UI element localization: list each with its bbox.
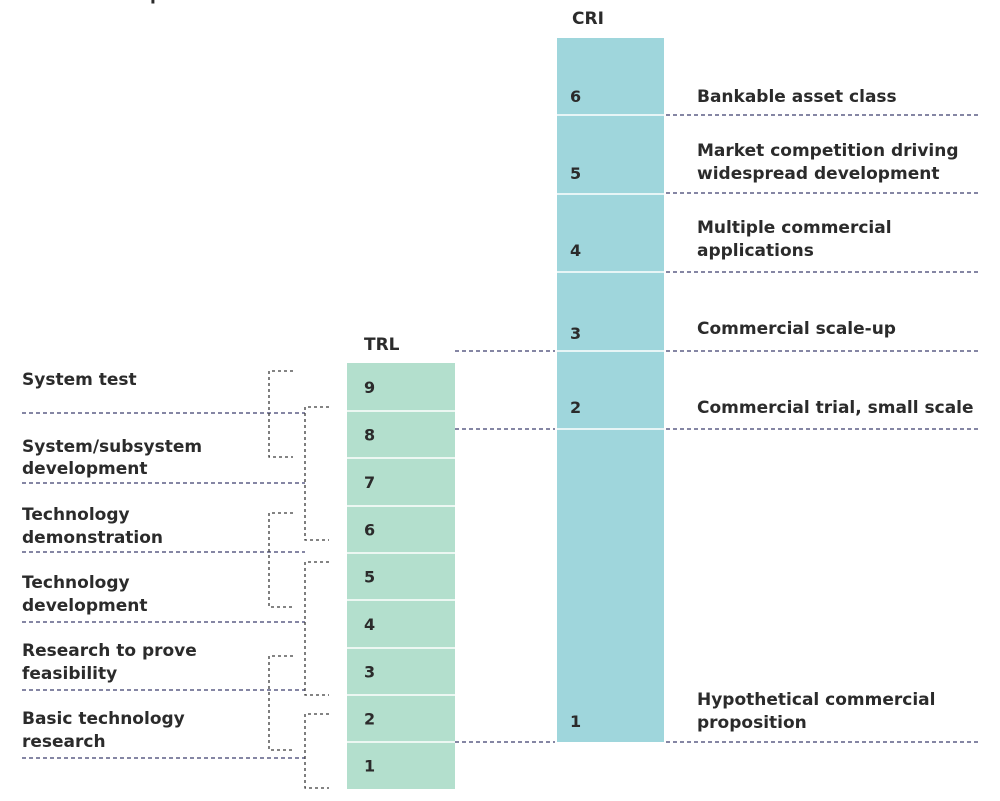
trl-stage-label: development [22,596,147,616]
cri-level-label: Bankable asset class [697,87,897,107]
trl-level-number: 2 [364,710,375,729]
cri-level-label: Market competition driving [697,141,959,161]
trl-stage-label: System test [22,370,137,390]
trl-level-number: 1 [364,757,375,776]
trl-stage-label: Launch and operations [22,0,241,5]
cri-level-label: widespread development [697,164,939,184]
trl-stage-label: research [22,732,106,752]
trl-bar [347,363,455,789]
trl-stage-label: Basic technology [22,709,185,729]
trl-level-number: 4 [364,615,375,634]
trl-level-number: 8 [364,426,375,445]
cri-column: 6 5 4 3 2 1 [557,38,664,742]
trl-header: TRL [364,335,400,355]
bracket-connector [304,561,329,696]
connector-lines [22,114,980,789]
trl-level-number: 5 [364,568,375,587]
cri-level-label: Commercial scale-up [697,319,896,339]
cri-level-number: 3 [570,324,581,343]
bracket-connector [304,406,329,541]
cri-level-label: Commercial trial, small scale [697,398,974,418]
trl-stage-label: Research to prove [22,641,197,661]
trl-stage-label: Technology [22,573,130,593]
trl-level-number: 9 [364,378,375,397]
trl-stage-label: feasibility [22,664,117,684]
cri-level-number: 1 [570,712,581,731]
trl-stage-label: Technology [22,505,130,525]
trl-column: 9 8 7 6 5 4 3 2 1 [347,363,455,789]
cri-level-number: 5 [570,164,581,183]
cri-level-number: 4 [570,241,581,260]
bracket-connector [304,713,329,789]
trl-level-number: 6 [364,521,375,540]
cri-level-label: proposition [697,713,807,733]
cri-level-label: Multiple commercial [697,218,892,238]
cri-level-number: 2 [570,398,581,417]
trl-stage-label: System/subsystem [22,437,202,457]
bracket-connector [268,512,293,608]
cri-header: CRI [572,9,604,29]
trl-level-number: 7 [364,473,375,492]
cri-bar [557,38,664,742]
cri-level-number: 6 [570,87,581,106]
bracket-connector [268,370,293,458]
trl-stage-label: development [22,459,147,479]
trl-level-number: 3 [364,663,375,682]
cri-level-label: Hypothetical commercial [697,690,935,710]
bracket-connector [268,655,293,751]
trl-stage-label: demonstration [22,528,163,548]
cri-level-label: applications [697,241,814,261]
